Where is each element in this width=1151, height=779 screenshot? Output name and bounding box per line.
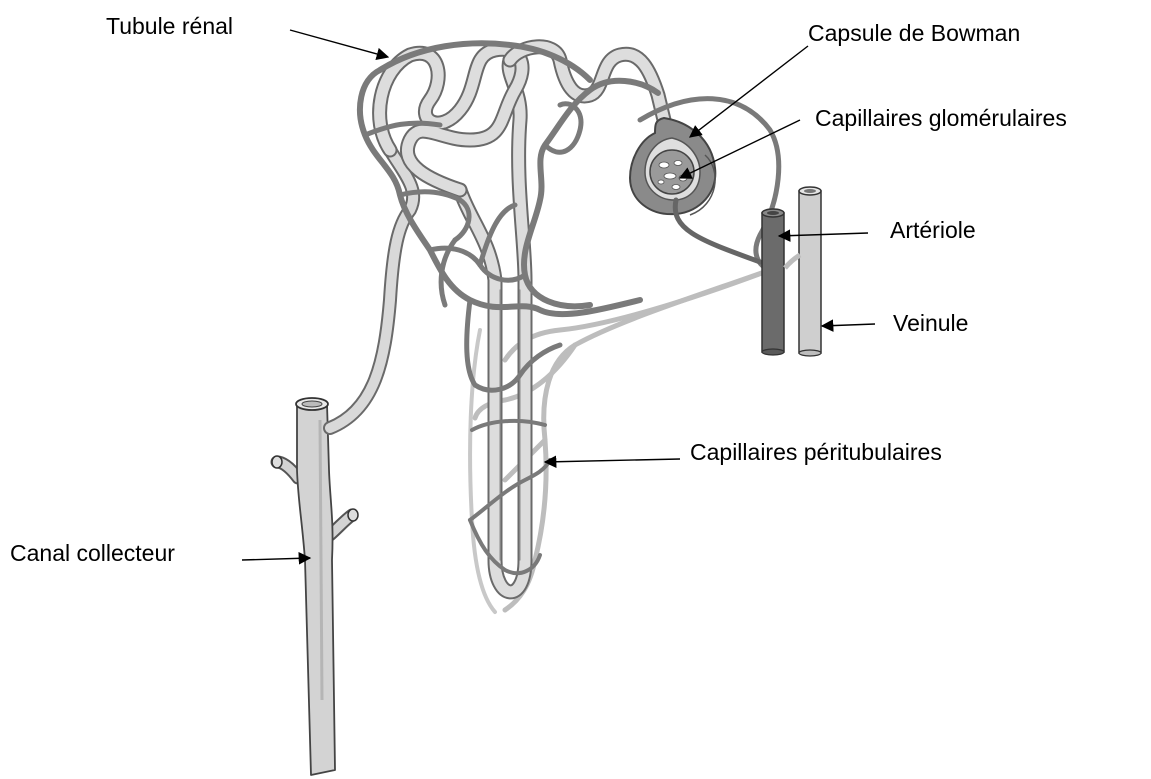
arteriole — [762, 209, 784, 355]
peritubular-capillaries-dark — [360, 43, 779, 573]
arteriole-pointer — [779, 233, 868, 236]
label-collecting-duct: Canal collecteur — [10, 540, 175, 566]
label-peritubular-capillaries: Capillaires péritubulaires — [690, 439, 942, 465]
venule — [785, 187, 821, 356]
label-tubule-renal: Tubule rénal — [106, 13, 233, 39]
label-arteriole: Artériole — [890, 217, 976, 243]
venule-pointer — [822, 324, 875, 326]
collecting-duct — [272, 398, 358, 775]
tubule-pointer — [290, 30, 388, 57]
collecting-pointer — [242, 558, 310, 560]
peritubular-pointer — [545, 459, 680, 462]
label-venule: Veinule — [893, 310, 968, 336]
label-bowman-capsule: Capsule de Bowman — [808, 20, 1020, 46]
labels: Tubule rénal Capsule de Bowman Capillair… — [10, 13, 1067, 566]
label-glomerular-capillaries: Capillaires glomérulaires — [815, 105, 1067, 131]
bowman-pointer — [690, 46, 808, 137]
